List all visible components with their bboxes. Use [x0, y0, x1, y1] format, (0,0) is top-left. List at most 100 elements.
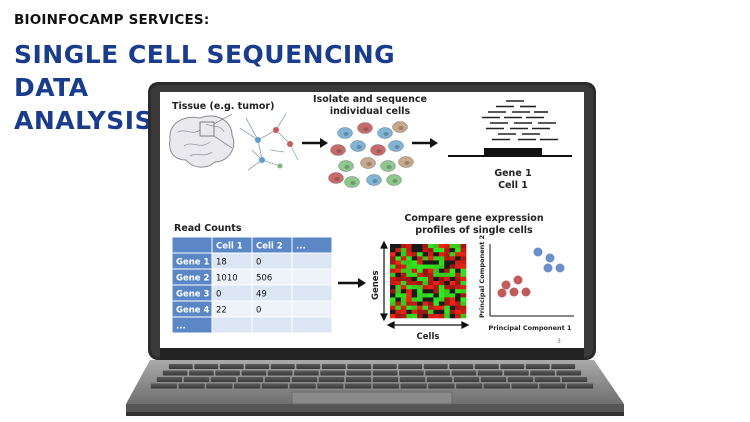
- heatmap-cell: [400, 260, 407, 265]
- heatmap-cell: [433, 248, 440, 253]
- table-cell-text: 0: [256, 258, 261, 268]
- heatmap-cell: [449, 313, 456, 319]
- heatmap-cell: [460, 276, 467, 282]
- heatmap-cell: [422, 260, 429, 265]
- heatmap-cell: [406, 264, 413, 269]
- compare-label-line-2: profiles of single cells: [415, 225, 533, 236]
- heatmap-cell: [411, 244, 418, 249]
- table-header-text: ...: [296, 242, 306, 252]
- heatmap-cell: [422, 272, 429, 278]
- heatmap-cell: [411, 256, 418, 261]
- heatmap-cell: [428, 285, 434, 290]
- heatmap-cell: [411, 248, 418, 253]
- table-cell-text: 1010: [216, 274, 238, 284]
- pca-x-label: Principal Component 1: [488, 324, 572, 332]
- heatmap-cell: [449, 256, 456, 261]
- heatmap-cell: [460, 256, 467, 261]
- heatmap-cell: [449, 260, 456, 265]
- heatmap-cell: [460, 264, 467, 269]
- cell-icon: [330, 144, 346, 156]
- heatmap-cell: [444, 289, 451, 294]
- keyboard-key: [426, 377, 453, 382]
- heatmap-cell: [449, 285, 456, 290]
- cell-label: Cell 1: [498, 180, 528, 191]
- heatmap-cell: [400, 313, 407, 319]
- arrow-right-icon: [412, 138, 438, 148]
- page-title: SINGLE CELL SEQUENCING DATA ANALYSIS: [14, 38, 474, 137]
- heatmap-cell: [444, 256, 451, 261]
- heatmap-cell: [406, 289, 413, 294]
- cell-nucleus-icon: [376, 149, 382, 153]
- heatmap-cell: [406, 313, 413, 319]
- heatmap-cell: [433, 252, 440, 257]
- keyboard-key: [219, 364, 244, 369]
- keyboard-key: [183, 377, 210, 382]
- pca-point: [501, 280, 511, 290]
- heatmap-cell: [390, 289, 396, 294]
- heatmap-cell: [417, 293, 423, 298]
- heatmap-cell: [433, 264, 440, 269]
- heatmap-cell: [417, 297, 423, 302]
- heatmap-cell: [433, 297, 440, 302]
- heatmap-cell: [411, 301, 418, 306]
- heatmap-cell: [438, 285, 445, 290]
- cell-icon: [377, 127, 393, 139]
- keyboard-key: [215, 370, 240, 376]
- heatmap-cell: [417, 289, 423, 294]
- heatmap-cell: [438, 305, 445, 311]
- cell-icon: [392, 121, 408, 133]
- heatmap-cell: [400, 281, 407, 286]
- keyboard-key: [534, 377, 561, 382]
- heatmap-cell: [460, 305, 467, 311]
- heatmap-cell: [428, 248, 434, 253]
- heatmap-cell: [444, 248, 451, 253]
- table-cell: [291, 268, 333, 286]
- heatmap-cell: [411, 293, 418, 298]
- heatmap-cell: [411, 285, 418, 290]
- heatmap-cell: [400, 297, 407, 302]
- arrow-right-icon: [302, 138, 328, 148]
- table-cell: [291, 316, 333, 334]
- heatmap-cell: [395, 260, 402, 265]
- heatmap-cell: [444, 281, 451, 286]
- heatmap-cell: [422, 268, 429, 274]
- cell-icon: [388, 140, 404, 152]
- keyboard-key: [449, 364, 474, 369]
- keyboard-key: [347, 364, 372, 369]
- heatmap-cell: [438, 256, 445, 261]
- gene-label: Gene 1: [494, 168, 531, 179]
- heatmap-cell: [444, 301, 451, 306]
- heatmap-cell: [395, 289, 402, 294]
- heatmap-cell: [455, 297, 461, 302]
- cell-icon: [338, 160, 354, 172]
- heatmap-cell: [438, 268, 445, 274]
- heatmap-cell: [460, 272, 467, 278]
- heatmap-cell: [449, 297, 456, 302]
- heatmap-cell: [395, 256, 402, 261]
- table-cell: [291, 284, 333, 302]
- table-cell: [291, 252, 333, 270]
- heatmap-cell: [438, 313, 445, 319]
- heatmap-cell: [455, 313, 461, 319]
- heatmap-cell: [406, 297, 413, 302]
- heatmap-cell: [449, 309, 456, 315]
- cell-nucleus-icon: [386, 165, 392, 169]
- heatmap-cell: [428, 256, 434, 261]
- pca-y-label: Principal Component 2: [478, 235, 486, 318]
- heatmap-cell: [449, 244, 456, 249]
- cell-nucleus-icon: [398, 126, 404, 130]
- keyboard-key: [398, 364, 423, 369]
- heatmap-cell: [395, 305, 402, 311]
- page-number: 3: [557, 338, 561, 345]
- cell-icon: [370, 144, 386, 156]
- services-label: BIOINFOCAMP SERVICES:: [14, 12, 210, 28]
- heatmap-cell: [411, 276, 418, 282]
- heatmap-cell: [438, 293, 445, 298]
- heatmap-cell: [395, 285, 402, 290]
- heatmap-cell: [406, 272, 413, 278]
- pca-point: [497, 288, 507, 298]
- cell-nucleus-icon: [372, 179, 378, 183]
- heatmap-cell: [460, 309, 467, 315]
